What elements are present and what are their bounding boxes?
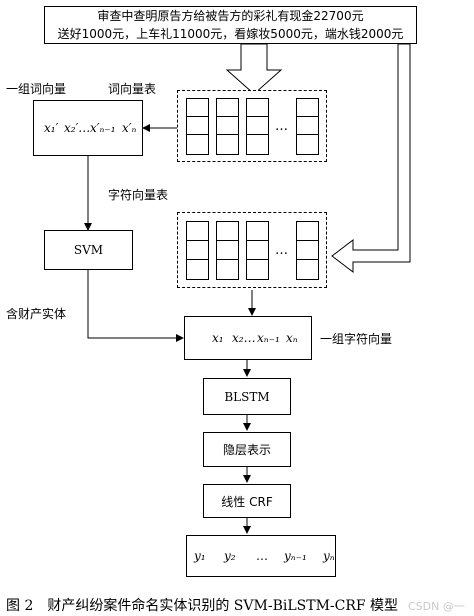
input-text-line-2: 送好1000元，上车礼11000元，看嫁妆5000元，端水钱2000元 xyxy=(57,27,404,41)
char-vector-box: x₁ x₂… xₙ₋₁ xₙ xyxy=(184,316,312,360)
word-vector-x1: x₁′ xyxy=(44,121,59,135)
crf-label: 线性 CRF xyxy=(221,494,273,509)
word-table-ellipsis: … xyxy=(275,119,288,134)
char-table-column-2 xyxy=(216,221,239,280)
svm-box: SVM xyxy=(44,230,133,270)
char-vector-table: … xyxy=(177,212,327,288)
char-table-column-3 xyxy=(246,221,269,280)
char-table-column-4 xyxy=(296,221,319,280)
label-word-vector-table: 词向量表 xyxy=(108,82,157,96)
word-vector-box: x₁′ x₂′… x′ₙ₋₁ x′ₙ xyxy=(33,100,143,156)
input-text-line-1: 审查中查明原告方给被告方的彩礼有现金22700元 xyxy=(97,9,364,23)
output-ellipsis: … xyxy=(256,549,268,563)
hollow-arrow-to-word-table xyxy=(225,43,283,95)
word-table-column-3 xyxy=(246,98,269,155)
blstm-label: BLSTM xyxy=(224,389,270,404)
svm-label: SVM xyxy=(73,243,104,257)
output-yn: yₙ xyxy=(323,549,335,563)
word-vector-xn: x′ₙ xyxy=(122,121,137,135)
char-vector-x1: x₁ xyxy=(212,331,224,345)
char-table-ellipsis: … xyxy=(275,243,288,258)
hidden-label: 隐层表示 xyxy=(222,443,271,457)
hollow-arrow-to-char-table xyxy=(331,43,411,274)
char-vector-xn: xₙ xyxy=(286,331,298,345)
label-word-vector-group: 一组词向量 xyxy=(6,82,67,96)
word-vector-x2: x₂′… xyxy=(64,121,91,135)
input-text-box: 审查中查明原告方给被告方的彩礼有现金22700元 送好1000元，上车礼1100… xyxy=(44,6,417,44)
output-yn-minus-1: yₙ₋₁ xyxy=(284,549,307,563)
char-vector-x2: x₂… xyxy=(232,331,256,345)
label-has-property-entity: 含财产实体 xyxy=(6,307,67,321)
word-table-column-2 xyxy=(216,98,239,155)
watermark: CSDN @一 xyxy=(408,600,465,613)
hidden-representation-box: 隐层表示 xyxy=(203,432,291,467)
label-char-vector-group: 一组字符向量 xyxy=(320,332,393,346)
figure-caption: 图 2 财产纠纷案件命名实体识别的 SVM-BiLSTM-CRF 模型 xyxy=(6,598,399,614)
linear-crf-box: 线性 CRF xyxy=(203,484,291,518)
word-vector-table: … xyxy=(177,90,327,162)
word-table-column-4 xyxy=(296,98,319,155)
blstm-box: BLSTM xyxy=(203,378,291,415)
output-y1: y₁ xyxy=(194,549,206,563)
output-sequence-box: y₁ y₂ … yₙ₋₁ yₙ xyxy=(186,535,336,577)
output-y2: y₂ xyxy=(224,549,236,563)
word-vector-xn-minus-1: x′ₙ₋₁ xyxy=(90,121,116,135)
char-vector-xn-minus-1: xₙ₋₁ xyxy=(257,331,280,345)
word-table-column-1 xyxy=(186,98,209,155)
label-char-vector-table: 字符向量表 xyxy=(108,188,169,202)
char-table-column-1 xyxy=(186,221,209,280)
arrow-svm-to-char-vector xyxy=(87,270,184,342)
